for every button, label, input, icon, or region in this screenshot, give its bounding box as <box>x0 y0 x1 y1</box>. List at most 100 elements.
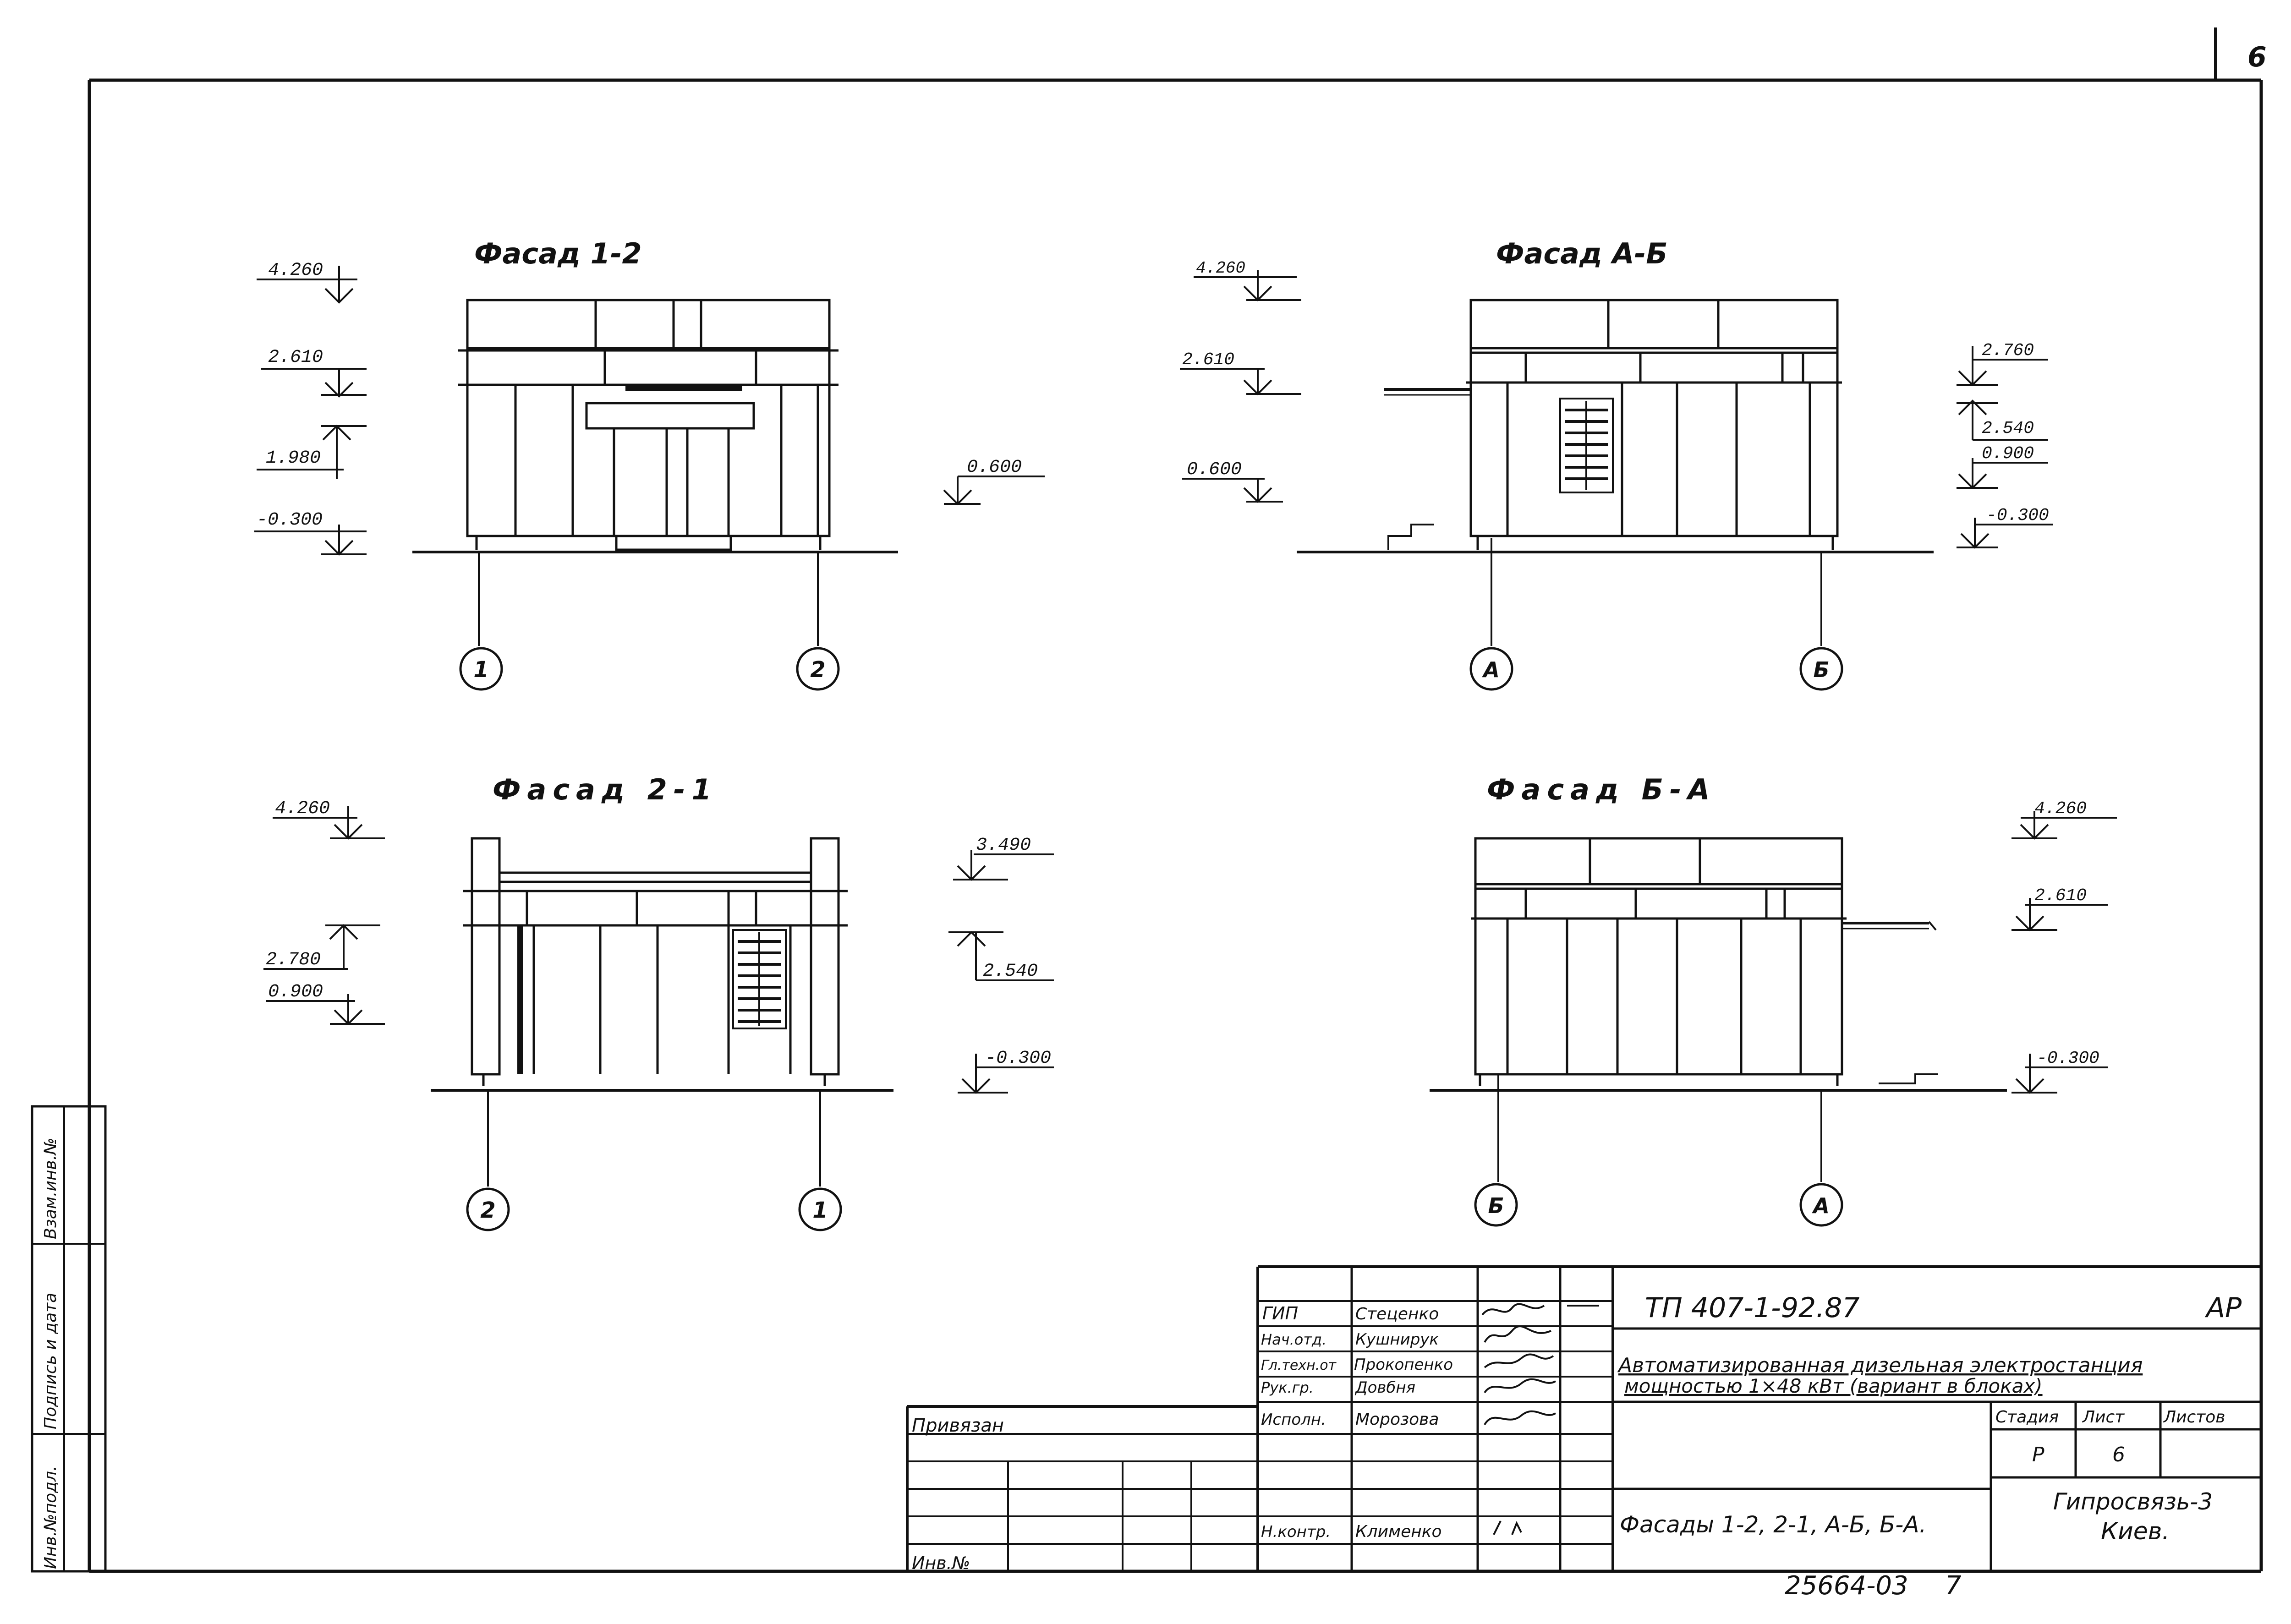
svg-text:2.540: 2.540 <box>983 961 1038 982</box>
svg-text:4.260: 4.260 <box>1196 259 1245 278</box>
svg-text:2: 2 <box>810 657 825 683</box>
svg-text:2.780: 2.780 <box>266 950 321 970</box>
name-morozova: Морозова <box>1355 1410 1439 1429</box>
svg-text:Б: Б <box>1813 657 1829 682</box>
level-mark: -0.300 <box>2011 1049 2108 1094</box>
project-title-line1: Автоматизированная дизельная электростан… <box>1617 1354 2143 1377</box>
svg-text:2.610: 2.610 <box>2034 886 2087 906</box>
building-elevation <box>412 299 898 553</box>
doc-code: ТП 407-1-92.87 <box>1645 1292 1860 1324</box>
axis-marker: Б <box>1799 552 1843 691</box>
side-stamp-vzam-inv: Взам.инв.№ <box>41 1137 60 1239</box>
level-mark: 4.260 <box>273 798 385 840</box>
facade-title: Фасад Б-А <box>1487 773 1716 806</box>
privyazan-label: Привязан <box>912 1415 1004 1436</box>
svg-text:2.540: 2.540 <box>1982 419 2034 438</box>
side-stamp-inv-podl: Инв.№подл. <box>41 1466 60 1569</box>
sheet-frame <box>88 27 2263 1573</box>
role-ruk-gr: Рук.гр. <box>1261 1379 1314 1396</box>
axis-marker: 2 <box>796 552 840 691</box>
level-mark: 2.540 <box>1957 399 2048 441</box>
svg-text:2.760: 2.760 <box>1982 341 2034 361</box>
svg-text:0.600: 0.600 <box>967 457 1022 478</box>
level-mark: 0.600 <box>1182 459 1283 503</box>
level-mark: 1.980 <box>257 425 367 479</box>
svg-text:1.980: 1.980 <box>266 448 321 469</box>
level-mark: 4.260 <box>1194 259 1301 301</box>
stage-header: Стадия <box>1995 1408 2059 1427</box>
level-mark: 2.780 <box>263 924 380 970</box>
archive-suffix: 7 <box>1945 1571 1962 1601</box>
svg-text:1: 1 <box>473 657 488 683</box>
level-mark: -0.300 <box>254 510 367 556</box>
facade-title: Фасад 2-1 <box>493 773 718 806</box>
svg-text:4.260: 4.260 <box>2034 799 2087 819</box>
svg-text:-0.300: -0.300 <box>257 510 323 530</box>
sheet-value: 6 <box>2112 1443 2125 1466</box>
archive-number: 25664-03 <box>1785 1571 1908 1601</box>
axis-marker: А <box>1799 1090 1843 1227</box>
axis-marker: 2 <box>466 1090 510 1231</box>
role-ispoln: Исполн. <box>1261 1411 1326 1429</box>
axis-marker: Б <box>1474 1074 1518 1227</box>
axis-marker: 1 <box>459 552 503 691</box>
role-nach-otd: Нач.отд. <box>1261 1331 1326 1348</box>
facade-title: Фасад А-Б <box>1496 237 1668 270</box>
svg-text:0.900: 0.900 <box>1982 444 2034 464</box>
role-gip: ГИП <box>1262 1303 1298 1323</box>
side-stamp: Инв.№подл. Подпись и дата Взам.инв.№ <box>31 1105 107 1573</box>
axis-marker: 1 <box>798 1090 842 1231</box>
name-klimenko: Клименко <box>1355 1522 1442 1541</box>
svg-text:А: А <box>1812 1193 1830 1218</box>
axis-marker: А <box>1469 538 1513 691</box>
facade-b-a: Фасад Б-А 4.260 2.610 -0.300 <box>1430 773 2117 1227</box>
sheets-header: Листов <box>2163 1408 2225 1427</box>
inv-no-label: Инв.№ <box>912 1553 970 1573</box>
level-mark: -0.300 <box>1957 506 2053 549</box>
level-mark: 0.900 <box>1957 444 2048 489</box>
drawing-name: Фасады 1-2, 2-1, А-Б, Б-А. <box>1620 1511 1926 1538</box>
svg-text:4.260: 4.260 <box>275 798 330 819</box>
building-elevation <box>1297 299 1934 553</box>
svg-text:2.610: 2.610 <box>1182 350 1234 370</box>
name-kushniruk: Кушнирук <box>1355 1330 1439 1349</box>
level-mark: 2.610 <box>1180 350 1301 395</box>
svg-text:2: 2 <box>480 1197 495 1223</box>
sheet-corner-number: 6 <box>2247 41 2267 73</box>
building-elevation <box>431 837 893 1092</box>
org-line1: Гипросвязь-3 <box>2053 1488 2213 1515</box>
svg-text:Б: Б <box>1488 1193 1504 1218</box>
level-mark: 3.490 <box>953 835 1054 881</box>
svg-text:0.900: 0.900 <box>268 982 323 1002</box>
svg-text:-0.300: -0.300 <box>1986 506 2049 525</box>
level-mark: 0.600 <box>943 457 1045 505</box>
facade-1-2: Фасад 1-2 4.260 2.610 1.980 -0.300 <box>254 237 1045 691</box>
svg-text:-0.300: -0.300 <box>985 1048 1051 1069</box>
level-mark: 2.610 <box>2011 886 2108 931</box>
facade-title: Фасад 1-2 <box>474 237 642 270</box>
name-prokopenko: Прокопенко <box>1354 1356 1453 1374</box>
role-gl-tekhn: Гл.техн.от <box>1261 1357 1337 1373</box>
title-block: ГИП Нач.отд. Гл.техн.от Рук.гр. Исполн. … <box>906 1265 2261 1573</box>
level-mark: 4.260 <box>257 260 357 304</box>
svg-text:3.490: 3.490 <box>976 835 1031 856</box>
louver-grille <box>738 932 781 1026</box>
facade-a-b: Фасад А-Б 4.260 2.610 0.600 2.760 <box>1180 237 2053 691</box>
discipline-code: АР <box>2204 1292 2242 1324</box>
org-line2: Киев. <box>2101 1518 2170 1545</box>
svg-text:2.610: 2.610 <box>268 347 323 368</box>
svg-text:1: 1 <box>812 1197 828 1223</box>
svg-text:4.260: 4.260 <box>268 260 323 281</box>
level-mark: 2.760 <box>1957 341 2048 386</box>
project-title-line2: мощностью 1×48 кВт (вариант в блоках) <box>1624 1375 2043 1397</box>
name-stetsenko: Стеценко <box>1355 1305 1439 1323</box>
facade-2-1: Фасад 2-1 4.260 2.780 0.900 3.490 <box>263 773 1054 1231</box>
svg-text:0.600: 0.600 <box>1187 459 1242 480</box>
level-mark: 2.610 <box>261 347 367 398</box>
svg-text:-0.300: -0.300 <box>2037 1049 2099 1068</box>
level-mark: 2.540 <box>948 931 1054 982</box>
signature-scribbles <box>1481 1303 1599 1535</box>
side-stamp-signature-date: Подпись и дата <box>41 1293 60 1429</box>
level-mark: -0.300 <box>958 1048 1054 1094</box>
